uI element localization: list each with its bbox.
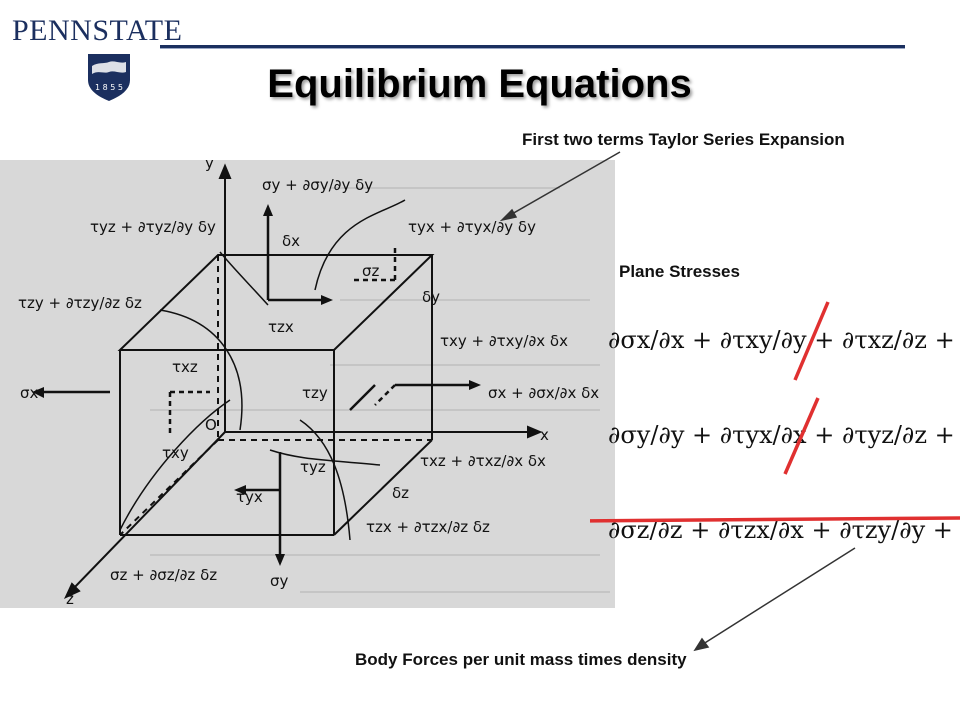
- label-tyx-inner: τyx: [236, 488, 263, 506]
- strike-lines: [590, 301, 960, 523]
- stress-arrows: [38, 210, 475, 560]
- label-dx-top: δx: [282, 232, 300, 250]
- slide-title: Equilibrium Equations: [267, 62, 692, 106]
- taylor-note: First two terms Taylor Series Expansion: [522, 130, 845, 149]
- taylor-pointer-head: [499, 208, 518, 222]
- axes: [63, 163, 543, 600]
- label-dy-right: δy: [422, 288, 440, 306]
- label-tzx-bottom: τzx + ∂τzx/∂z δz: [366, 518, 490, 536]
- label-tyz-inner: τyz: [300, 458, 326, 476]
- cube: [117, 254, 435, 536]
- origin-label: O: [205, 416, 217, 434]
- label-tzx-inner: τzx: [268, 318, 294, 336]
- label-sy-bottom: σy: [270, 572, 289, 590]
- label-txz-right: τxz + ∂τxz/∂x δx: [420, 452, 546, 470]
- stress-arrowheads: [32, 204, 481, 566]
- axis-z-label: z: [66, 590, 74, 608]
- equation-1: ∂σx/∂x + ∂τxy/∂y + ∂τxz/∂z + X = 0: [608, 326, 960, 354]
- label-txz-inner: τxz: [172, 358, 198, 376]
- plane-stresses-note: Plane Stresses: [619, 262, 740, 281]
- label-txy-right: τxy + ∂τxy/∂x δx: [440, 332, 568, 350]
- crest-year: 1 8 5 5: [95, 83, 123, 92]
- stress-element-figure: y x z O σy + ∂σy/∂y δy: [0, 160, 615, 608]
- label-txy-inner: τxy: [162, 444, 189, 462]
- equation-2: ∂σy/∂y + ∂τyx/∂x + ∂τyz/∂z + Y = 0: [608, 421, 960, 449]
- label-sx-left: σx: [20, 384, 39, 402]
- label-tyz-top: τyz + ∂τyz/∂y δy: [90, 218, 216, 236]
- body-forces-note: Body Forces per unit mass times density: [355, 650, 687, 669]
- label-tzy-inner: τzy: [302, 384, 328, 402]
- label-tyx-top: τyx + ∂τyx/∂y δy: [408, 218, 536, 236]
- leader-arrows: [119, 199, 406, 541]
- axis-y-label: y: [205, 160, 214, 172]
- axis-x-label: x: [540, 426, 549, 444]
- pennstate-shield-icon: 1 8 5 5: [88, 54, 130, 101]
- pennstate-logo: PENNSTATE: [12, 14, 182, 48]
- label-sx-right: σx + ∂σx/∂x δx: [488, 384, 599, 402]
- equilibrium-equations: ∂σx/∂x + ∂τxy/∂y + ∂τxz/∂z + X = 0 ∂σy/∂…: [590, 301, 960, 544]
- header-rule: [160, 45, 905, 49]
- label-tzy-left: τzy + ∂τzy/∂z δz: [18, 294, 142, 312]
- label-sy-top: σy + ∂σy/∂y δy: [262, 176, 373, 194]
- label-sz-inner: σz: [362, 262, 380, 280]
- taylor-pointer: [504, 151, 621, 219]
- body-pointer-head: [693, 637, 710, 652]
- label-sz-bottom: σz + ∂σz/∂z δz: [110, 566, 217, 584]
- label-dz-right: δz: [392, 484, 409, 502]
- logo-wordmark: PENNSTATE: [12, 14, 183, 47]
- body-pointer: [699, 547, 856, 647]
